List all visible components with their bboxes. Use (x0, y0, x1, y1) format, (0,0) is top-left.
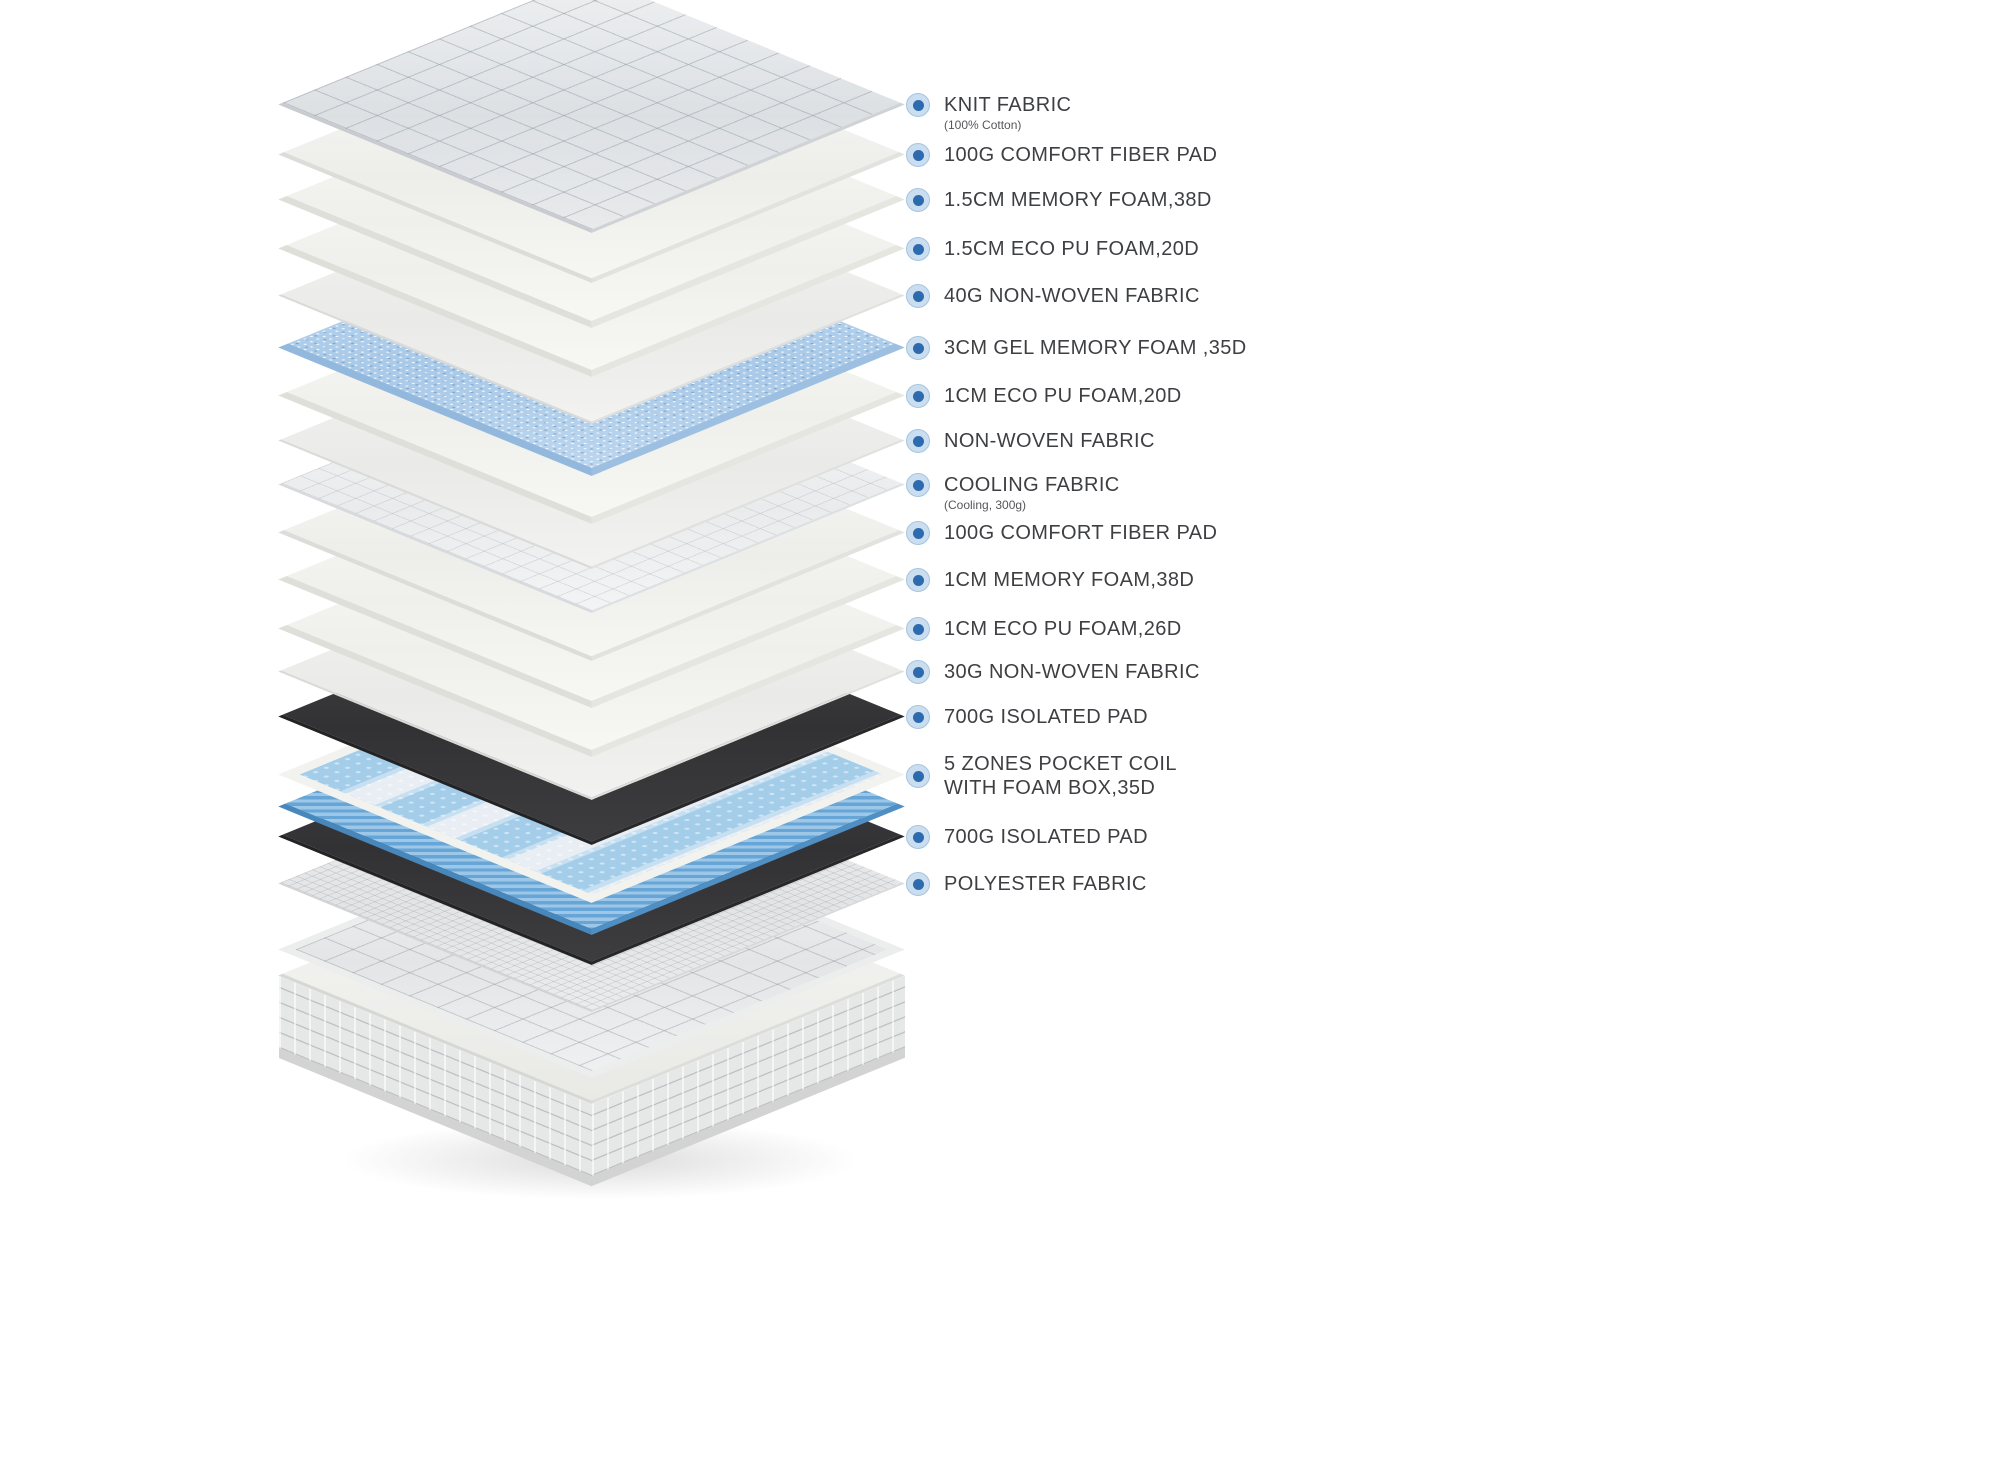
layer-label: 1CM ECO PU FOAM,20D (944, 385, 1182, 407)
label-pocket-coil: 5 ZONES POCKET COIL WITH FOAM BOX,35D (906, 752, 1177, 800)
label-memory-foam-1-5cm: 1.5CM MEMORY FOAM,38D (906, 188, 1212, 212)
label-comfort-fiber-pad-mid: 100G COMFORT FIBER PAD (906, 521, 1217, 545)
label-non-woven-40g: 40G NON-WOVEN FABRIC (906, 284, 1200, 308)
label-polyester-fabric: POLYESTER FABRIC (906, 872, 1147, 896)
layer-bullet-icon (906, 384, 930, 408)
layer-bullet-icon (906, 93, 930, 117)
bullet-dot-icon (912, 623, 924, 635)
bullet-dot-icon (912, 878, 924, 890)
layer-label: 1.5CM MEMORY FOAM,38D (944, 189, 1212, 211)
label-gel-memory-foam: 3CM GEL MEMORY FOAM ,35D (906, 336, 1247, 360)
layer-bullet-icon (906, 336, 930, 360)
label-eco-pu-foam-1cm-26d: 1CM ECO PU FOAM,26D (906, 617, 1182, 641)
layer-bullet-icon (906, 143, 930, 167)
label-cooling-fabric: COOLING FABRIC (Cooling, 300g) (906, 473, 1120, 513)
layer-bullet-icon (906, 521, 930, 545)
layer-sublabel: (Cooling, 300g) (944, 498, 1027, 512)
bullet-dot-icon (912, 290, 924, 302)
bullet-dot-icon (912, 390, 924, 402)
layer-label: 700G ISOLATED PAD (944, 706, 1148, 728)
layer-bullet-icon (906, 284, 930, 308)
layer-bullet-icon (906, 660, 930, 684)
bullet-dot-icon (912, 243, 924, 255)
layer-label: 100G COMFORT FIBER PAD (944, 144, 1218, 166)
bullet-dot-icon (912, 342, 924, 354)
label-memory-foam-1cm: 1CM MEMORY FOAM,38D (906, 568, 1194, 592)
label-non-woven-30g: 30G NON-WOVEN FABRIC (906, 660, 1200, 684)
layer-label: POLYESTER FABRIC (944, 873, 1147, 895)
layer-label: 1CM ECO PU FOAM,26D (944, 618, 1182, 640)
bullet-dot-icon (912, 194, 924, 206)
layer-label: 40G NON-WOVEN FABRIC (944, 285, 1200, 307)
layer-label: 700G ISOLATED PAD (944, 826, 1148, 848)
layer-label: 1.5CM ECO PU FOAM,20D (944, 238, 1200, 260)
bullet-dot-icon (912, 831, 924, 843)
layer-bullet-icon (906, 473, 930, 497)
bullet-dot-icon (912, 666, 924, 678)
layer-bullet-icon (906, 429, 930, 453)
label-comfort-fiber-pad-top: 100G COMFORT FIBER PAD (906, 143, 1217, 167)
layer-bullet-icon (906, 825, 930, 849)
label-isolated-pad-lower: 700G ISOLATED PAD (906, 825, 1148, 849)
label-isolated-pad-upper: 700G ISOLATED PAD (906, 705, 1148, 729)
layer-bullet-icon (906, 764, 930, 788)
layer-label: 30G NON-WOVEN FABRIC (944, 661, 1200, 683)
bullet-dot-icon (912, 574, 924, 586)
layer-label: COOLING FABRIC (944, 474, 1120, 496)
label-non-woven-fabric: NON-WOVEN FABRIC (906, 429, 1155, 453)
bullet-dot-icon (912, 770, 924, 782)
layer-label: 100G COMFORT FIBER PAD (944, 522, 1218, 544)
bullet-dot-icon (912, 435, 924, 447)
layer-bullet-icon (906, 188, 930, 212)
label-knit-fabric: KNIT FABRIC (100% Cotton) (906, 93, 1071, 133)
layer-bullet-icon (906, 237, 930, 261)
bullet-dot-icon (912, 527, 924, 539)
bullet-dot-icon (912, 711, 924, 723)
layer-sublabel: (100% Cotton) (944, 118, 1022, 132)
bullet-dot-icon (912, 99, 924, 111)
label-eco-pu-foam-1-5cm: 1.5CM ECO PU FOAM,20D (906, 237, 1199, 261)
layer-label: NON-WOVEN FABRIC (944, 430, 1155, 452)
layer-label: KNIT FABRIC (944, 94, 1072, 116)
layer-bullet-icon (906, 872, 930, 896)
bullet-dot-icon (912, 479, 924, 491)
layer-label: 5 ZONES POCKET COIL WITH FOAM BOX,35D (944, 753, 1177, 799)
bullet-dot-icon (912, 149, 924, 161)
label-eco-pu-foam-1cm-20d: 1CM ECO PU FOAM,20D (906, 384, 1182, 408)
layer-bullet-icon (906, 617, 930, 641)
layer-label: 3CM GEL MEMORY FOAM ,35D (944, 337, 1247, 359)
layer-label: 1CM MEMORY FOAM,38D (944, 569, 1195, 591)
layer-bullet-icon (906, 568, 930, 592)
layer-bullet-icon (906, 705, 930, 729)
